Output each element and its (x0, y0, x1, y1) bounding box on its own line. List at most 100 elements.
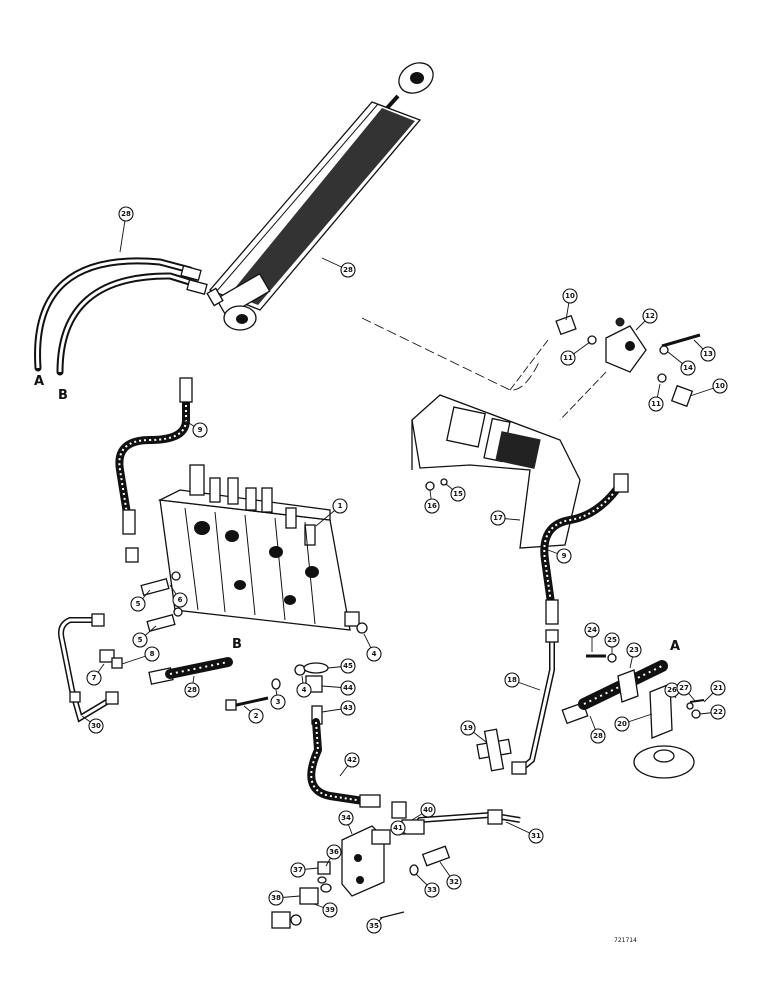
callout-23: 23 (626, 642, 642, 658)
callout-label: 28 (593, 732, 603, 740)
callout-30: 30 (88, 718, 104, 734)
plug-36 (317, 861, 331, 875)
drawing-number: 721714 (614, 937, 637, 944)
callout-label: 25 (607, 636, 617, 644)
callout-label: 24 (587, 626, 597, 634)
callout-22: 22 (710, 704, 726, 720)
bracket-20 (633, 683, 705, 779)
callout-9: 9 (556, 548, 572, 564)
callout-label: 36 (329, 848, 339, 856)
callout-35: 35 (366, 918, 382, 934)
callout-label: 4 (372, 650, 377, 658)
hydraulic-cylinder (206, 62, 434, 331)
callout-label: 28 (121, 210, 131, 218)
callout-37: 37 (290, 862, 306, 878)
callout-4: 4 (296, 682, 312, 698)
callout-42: 42 (344, 752, 360, 768)
callout-label: 11 (651, 400, 661, 408)
callout-label: 7 (92, 674, 97, 682)
letter-b-valve: B (232, 637, 242, 652)
callout-14: 14 (680, 360, 696, 376)
callout-label: 15 (453, 490, 463, 498)
callout-40: 40 (420, 802, 436, 818)
callout-label: 14 (683, 364, 693, 372)
callout-label: 17 (493, 514, 503, 522)
callout-19: 19 (460, 720, 476, 736)
letter-a-top: A (34, 374, 44, 389)
callout-12: 12 (642, 308, 658, 324)
callout-label: 9 (562, 552, 567, 560)
callout-36: 36 (326, 844, 342, 860)
fitting-32 (421, 845, 451, 867)
callout-label: 10 (565, 292, 575, 300)
callout-39: 39 (322, 902, 338, 918)
callout-18: 18 (504, 672, 520, 688)
fitting-8 (111, 657, 123, 669)
callout-44: 44 (340, 680, 356, 696)
callout-8: 8 (144, 646, 160, 662)
callout-15: 15 (450, 486, 466, 502)
callout-label: 6 (178, 596, 183, 604)
callout-45: 45 (340, 658, 356, 674)
callout-33: 33 (424, 882, 440, 898)
callout-17: 17 (490, 510, 506, 526)
callout-label: 3 (276, 698, 281, 706)
callout-31: 31 (528, 828, 544, 844)
callout-11: 11 (560, 350, 576, 366)
callout-28: 28 (590, 728, 606, 744)
callout-label: 27 (679, 684, 689, 692)
callout-label: 38 (271, 894, 281, 902)
callout-label: 5 (136, 600, 141, 608)
callout-label: 5 (138, 636, 143, 644)
callout-13: 13 (700, 346, 716, 362)
tube-18 (511, 629, 559, 775)
callout-label: 20 (617, 720, 627, 728)
callout-label: 44 (343, 684, 353, 692)
valve-block-12 (509, 314, 701, 421)
callout-34: 34 (338, 810, 354, 826)
hose-28-valve (148, 657, 233, 685)
callout-38: 38 (268, 890, 284, 906)
callout-20: 20 (614, 716, 630, 732)
callout-label: 32 (449, 878, 459, 886)
callout-label: 45 (343, 662, 353, 670)
bolt-2 (225, 699, 237, 711)
callout-21: 21 (710, 680, 726, 696)
callout-28: 28 (118, 206, 134, 222)
letter-a-right: A (670, 639, 680, 654)
callout-label: 21 (713, 684, 723, 692)
callout-16: 16 (424, 498, 440, 514)
callout-label: 9 (198, 426, 203, 434)
elbow-40 (391, 801, 425, 835)
callout-label: 40 (423, 806, 433, 814)
tube-7 (99, 547, 139, 663)
callout-43: 43 (340, 700, 356, 716)
tee-fitting-19 (476, 728, 512, 772)
mounting-bracket-17 (411, 394, 581, 549)
callout-label: 10 (715, 382, 725, 390)
callout-label: 28 (187, 686, 197, 694)
callout-label: 4 (302, 686, 307, 694)
callout-10: 10 (562, 288, 578, 304)
callout-27: 27 (676, 680, 692, 696)
callout-32: 32 (446, 874, 462, 890)
callout-3: 3 (270, 694, 286, 710)
callout-label: 23 (629, 646, 639, 654)
callout-label: 34 (341, 814, 351, 822)
callout-7: 7 (86, 670, 102, 686)
callout-label: 39 (325, 906, 335, 914)
callout-label: 16 (427, 502, 437, 510)
callout-label: 1 (338, 502, 343, 510)
callout-label: 37 (293, 866, 303, 874)
callout-label: 11 (563, 354, 573, 362)
callout-label: 30 (91, 722, 101, 730)
callout-label: 42 (347, 756, 357, 764)
callout-label: 28 (343, 266, 353, 274)
callout-2: 2 (248, 708, 264, 724)
manifold-block-34 (341, 825, 391, 897)
callout-label: 12 (645, 312, 655, 320)
hose-42 (307, 718, 381, 808)
callout-label: 22 (713, 708, 723, 716)
tube-30 (58, 613, 119, 723)
